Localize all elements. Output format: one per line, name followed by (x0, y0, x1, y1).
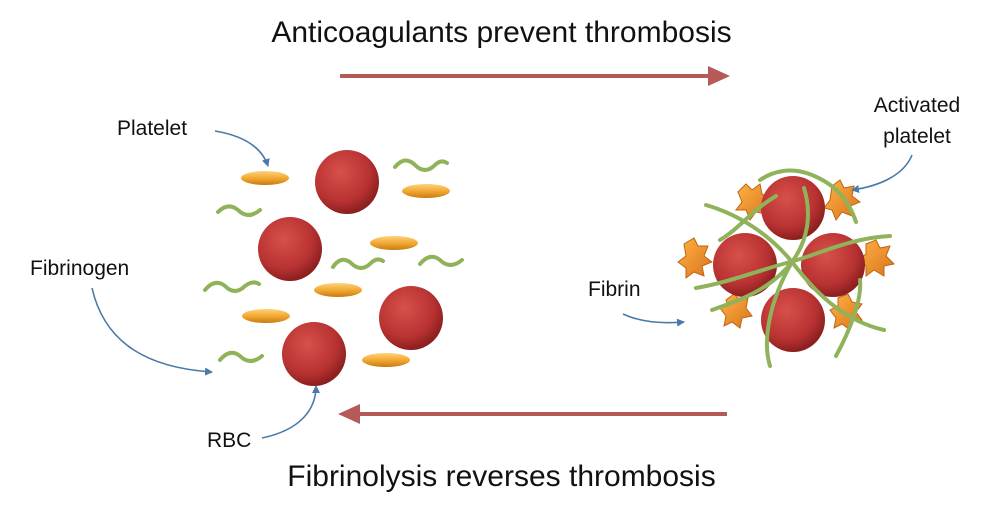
rbc (258, 217, 322, 281)
clot (677, 168, 896, 368)
activated-platelet-pointer (851, 154, 913, 193)
platelet (402, 184, 450, 198)
reverse-arrow (338, 404, 727, 424)
rbc (282, 322, 346, 386)
fibrinogen-strand (418, 254, 464, 267)
fibrinogen-strand (218, 350, 264, 363)
platelet-pointer (214, 130, 270, 167)
platelet (370, 236, 418, 250)
fibrin-strand (718, 194, 778, 242)
label-fibrin: Fibrin (588, 278, 641, 301)
title-fibrinolysis: Fibrinolysis reverses thrombosis (287, 460, 716, 493)
fibrin-pointer (622, 313, 685, 327)
fibrinogen-strand (203, 280, 261, 293)
fibrinogen-strand (331, 257, 385, 270)
free-components (203, 150, 464, 386)
rbc (315, 150, 379, 214)
label-platelet: Platelet (117, 117, 188, 140)
rbc (713, 233, 777, 297)
platelet (241, 171, 289, 185)
rbc (801, 233, 865, 297)
label-rbc: RBC (207, 429, 252, 452)
platelet (242, 309, 290, 323)
label-activated-line2: platelet (883, 125, 951, 148)
platelet (362, 353, 410, 367)
label-activated-line1: Activated (873, 94, 961, 117)
activated-platelet (677, 237, 714, 279)
fibrin-strand (834, 278, 863, 358)
platelet (314, 283, 362, 297)
fibrinogen-strand (216, 204, 262, 217)
rbc (379, 286, 443, 350)
forward-arrow (340, 66, 730, 86)
fibrin-strand (758, 168, 858, 224)
fibrinogen-strand (393, 158, 449, 172)
label-fibrinogen: Fibrinogen (30, 257, 130, 280)
label-activated-platelet: Activated platelet (858, 90, 976, 152)
rbc (761, 176, 825, 240)
rbc (761, 288, 825, 352)
fibrinogen-pointer (91, 287, 213, 376)
rbc-pointer (261, 385, 320, 439)
title-anticoagulants: Anticoagulants prevent thrombosis (271, 16, 732, 49)
fibrin-strand (764, 260, 794, 368)
